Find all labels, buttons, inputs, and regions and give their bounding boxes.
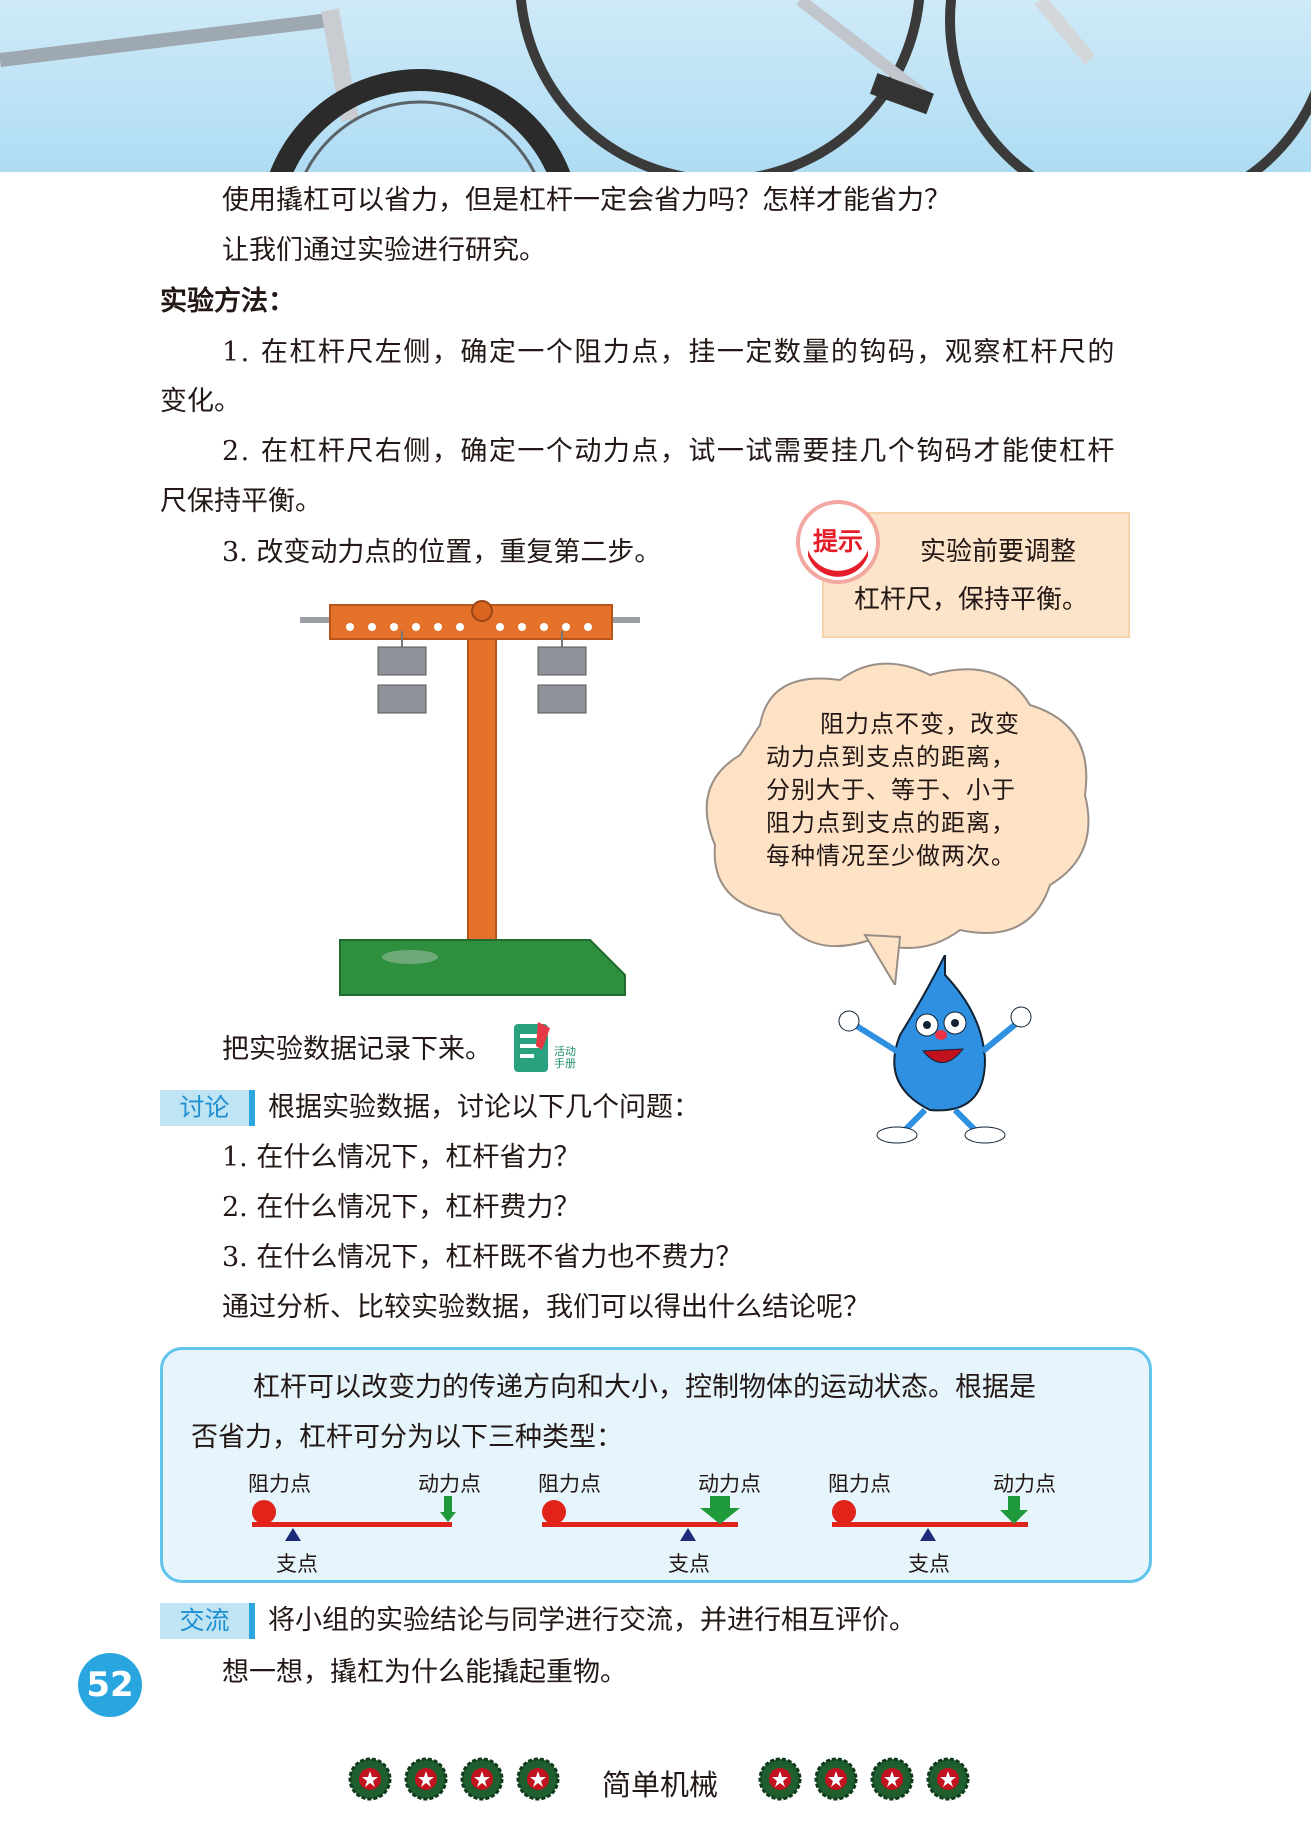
tip-line-2: 杠杆尺，保持平衡。 <box>854 585 1089 615</box>
exchange-tag: 交流 <box>160 1603 255 1639</box>
method-step-2-cont: 尺保持平衡。 <box>160 486 322 517</box>
think-question: 想一想，撬杠为什么能撬起重物。 <box>222 1657 627 1688</box>
resistance-label: 阻力点 <box>248 1472 311 1496</box>
star-medal-icon <box>404 1757 448 1801</box>
notebook-icon <box>514 1022 550 1072</box>
right-weights <box>537 631 587 714</box>
effort-label: 动力点 <box>993 1472 1056 1496</box>
star-medal-icon <box>758 1757 802 1801</box>
record-text: 把实验数据记录下来。 <box>222 1034 492 1065</box>
method-heading: 实验方法： <box>160 286 295 317</box>
resistance-point-icon <box>832 1500 856 1524</box>
discussion-question-3: 3. 在什么情况下，杠杆既不省力也不费力？ <box>222 1242 743 1273</box>
discussion-question-1: 1. 在什么情况下，杠杆省力？ <box>222 1142 581 1173</box>
lever-diagram-1: 阻力点 动力点 支点 <box>248 1468 481 1578</box>
summary-line-1: 杠杆可以改变力的传递方向和大小，控制物体的运动状态。根据是 <box>253 1372 1036 1403</box>
star-medal-icon <box>814 1757 858 1801</box>
discussion-question-2: 2. 在什么情况下，杠杆费力？ <box>222 1192 581 1223</box>
discussion-followup: 通过分析、比较实验数据，我们可以得出什么结论呢？ <box>222 1292 870 1323</box>
method-step-1-cont: 变化。 <box>160 386 241 417</box>
lever-diagram-2: 阻力点 动力点 支点 <box>538 1468 778 1578</box>
fulcrum-label: 支点 <box>276 1552 318 1576</box>
summary-box: 杠杆可以改变力的传递方向和大小，控制物体的运动状态。根据是 否省力，杠杆可分为以… <box>160 1347 1152 1583</box>
fulcrum-icon <box>285 1528 301 1541</box>
method-step-3: 3. 改变动力点的位置，重复第二步。 <box>222 537 662 568</box>
method-step-2: 2. 在杠杆尺右侧，确定一个动力点，试一试需要挂几个钩码才能使杠杆 <box>222 436 1116 467</box>
exchange-text: 将小组的实验结论与同学进行交流，并进行相互评价。 <box>268 1605 916 1636</box>
tip-badge-label: 提示 <box>812 527 863 556</box>
tip-line-1: 实验前要调整 <box>920 537 1077 567</box>
lever-3-graphic <box>832 1496 1028 1541</box>
thought-line-4: 阻力点到支点的距离， <box>766 809 1016 837</box>
thought-line-1: 阻力点不变，改变 <box>820 710 1020 738</box>
thought-line-5: 每种情况至少做两次。 <box>766 842 1016 870</box>
lever-1-graphic <box>252 1496 456 1541</box>
star-medal-icon <box>348 1757 392 1801</box>
lever-2-graphic <box>542 1496 740 1541</box>
resistance-label: 阻力点 <box>828 1472 891 1496</box>
fulcrum-label: 支点 <box>668 1552 710 1576</box>
resistance-point-icon <box>252 1500 276 1524</box>
discussion-intro: 根据实验数据，讨论以下几个问题： <box>268 1092 700 1123</box>
star-medal-icon <box>460 1757 504 1801</box>
thought-line-3: 分别大于、等于、小于 <box>766 776 1016 804</box>
star-medal-icon <box>516 1757 560 1801</box>
fulcrum-icon <box>920 1528 936 1541</box>
resistance-point-icon <box>542 1500 566 1524</box>
rear-wheel <box>516 0 1311 172</box>
intro-line-1: 使用撬杠可以省力，但是杠杆一定会省力吗？怎样才能省力？ <box>222 185 951 216</box>
handbook-label-1: 活动 <box>554 1045 576 1058</box>
front-wheel <box>269 69 571 172</box>
intro-line-2: 让我们通过实验进行研究。 <box>222 235 546 266</box>
header-banner <box>0 0 1311 172</box>
tip-badge-icon <box>796 500 880 584</box>
discussion-tag: 讨论 <box>160 1090 255 1126</box>
effort-arrow-icon <box>440 1496 456 1522</box>
effort-label: 动力点 <box>698 1472 761 1496</box>
lever-diagram-3: 阻力点 动力点 支点 <box>828 1468 1068 1578</box>
bicycle-banner-image <box>0 0 1311 172</box>
page-number: 52 <box>78 1653 142 1717</box>
water-drop-mascot <box>838 955 1032 1144</box>
lever-balance-apparatus <box>300 600 640 996</box>
method-step-1: 1. 在杠杆尺左侧，确定一个阻力点，挂一定数量的钩码，观察杠杆尺的 <box>222 337 1116 368</box>
activity-handbook-icon[interactable]: 活动 手册 <box>512 1020 582 1078</box>
left-weights <box>377 631 427 714</box>
resistance-label: 阻力点 <box>538 1472 601 1496</box>
fulcrum-label: 支点 <box>908 1552 950 1576</box>
effort-arrow-icon <box>700 1496 740 1524</box>
thought-cloud <box>705 662 1090 985</box>
star-medal-icon <box>870 1757 914 1801</box>
summary-line-2: 否省力，杠杆可分为以下三种类型： <box>191 1422 623 1453</box>
fulcrum-icon <box>680 1528 696 1541</box>
effort-arrow-icon <box>1000 1496 1028 1524</box>
effort-label: 动力点 <box>418 1472 481 1496</box>
handbook-label-2: 手册 <box>554 1057 576 1070</box>
footer-chapter-title: 简单机械 <box>601 1768 718 1802</box>
thought-line-2: 动力点到支点的距离， <box>766 743 1016 771</box>
star-medal-icon <box>926 1757 970 1801</box>
